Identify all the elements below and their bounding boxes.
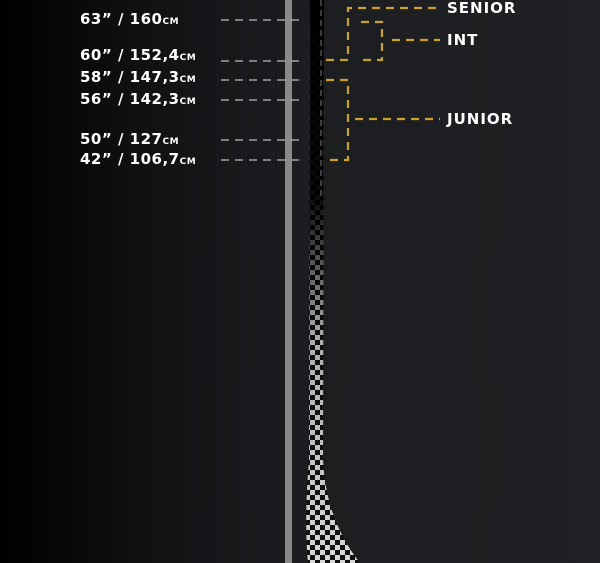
size-label: 42” / 106,7CM — [80, 150, 197, 168]
size-inch: 60” — [80, 46, 113, 64]
size-label: 50” / 127CM — [80, 130, 180, 148]
size-label: 56” / 142,3CM — [80, 90, 197, 108]
int-bracket — [361, 20, 440, 62]
category-senior: SENIOR — [447, 0, 517, 17]
size-metric: 106,7 — [129, 150, 180, 168]
size-metric: 147,3 — [129, 68, 180, 86]
size-label: 60” / 152,4CM — [80, 46, 197, 64]
size-unit: CM — [179, 75, 197, 85]
category-brackets — [326, 6, 440, 162]
category-int: INT — [447, 31, 479, 49]
size-inch: 50” — [80, 130, 113, 148]
size-unit: CM — [162, 17, 180, 27]
size-metric: 152,4 — [129, 46, 180, 64]
size-unit: CM — [179, 53, 197, 63]
category-junior: JUNIOR — [447, 110, 514, 128]
size-metric: 127 — [129, 130, 163, 148]
size-metric: 142,3 — [129, 90, 180, 108]
size-label: 63” / 160CM — [80, 10, 180, 28]
size-inch: 42” — [80, 150, 113, 168]
size-inch: 56” — [80, 90, 113, 108]
size-inch: 63” — [80, 10, 113, 28]
size-label: 58” / 147,3CM — [80, 68, 197, 86]
size-unit: CM — [179, 157, 197, 167]
ruler-bar — [285, 0, 292, 563]
size-unit: CM — [162, 137, 180, 147]
size-unit: CM — [179, 97, 197, 107]
size-inch: 58” — [80, 68, 113, 86]
senior-bracket — [326, 6, 440, 62]
junior-bracket — [326, 78, 440, 162]
hockey-stick — [306, 0, 360, 563]
size-metric: 160 — [129, 10, 163, 28]
